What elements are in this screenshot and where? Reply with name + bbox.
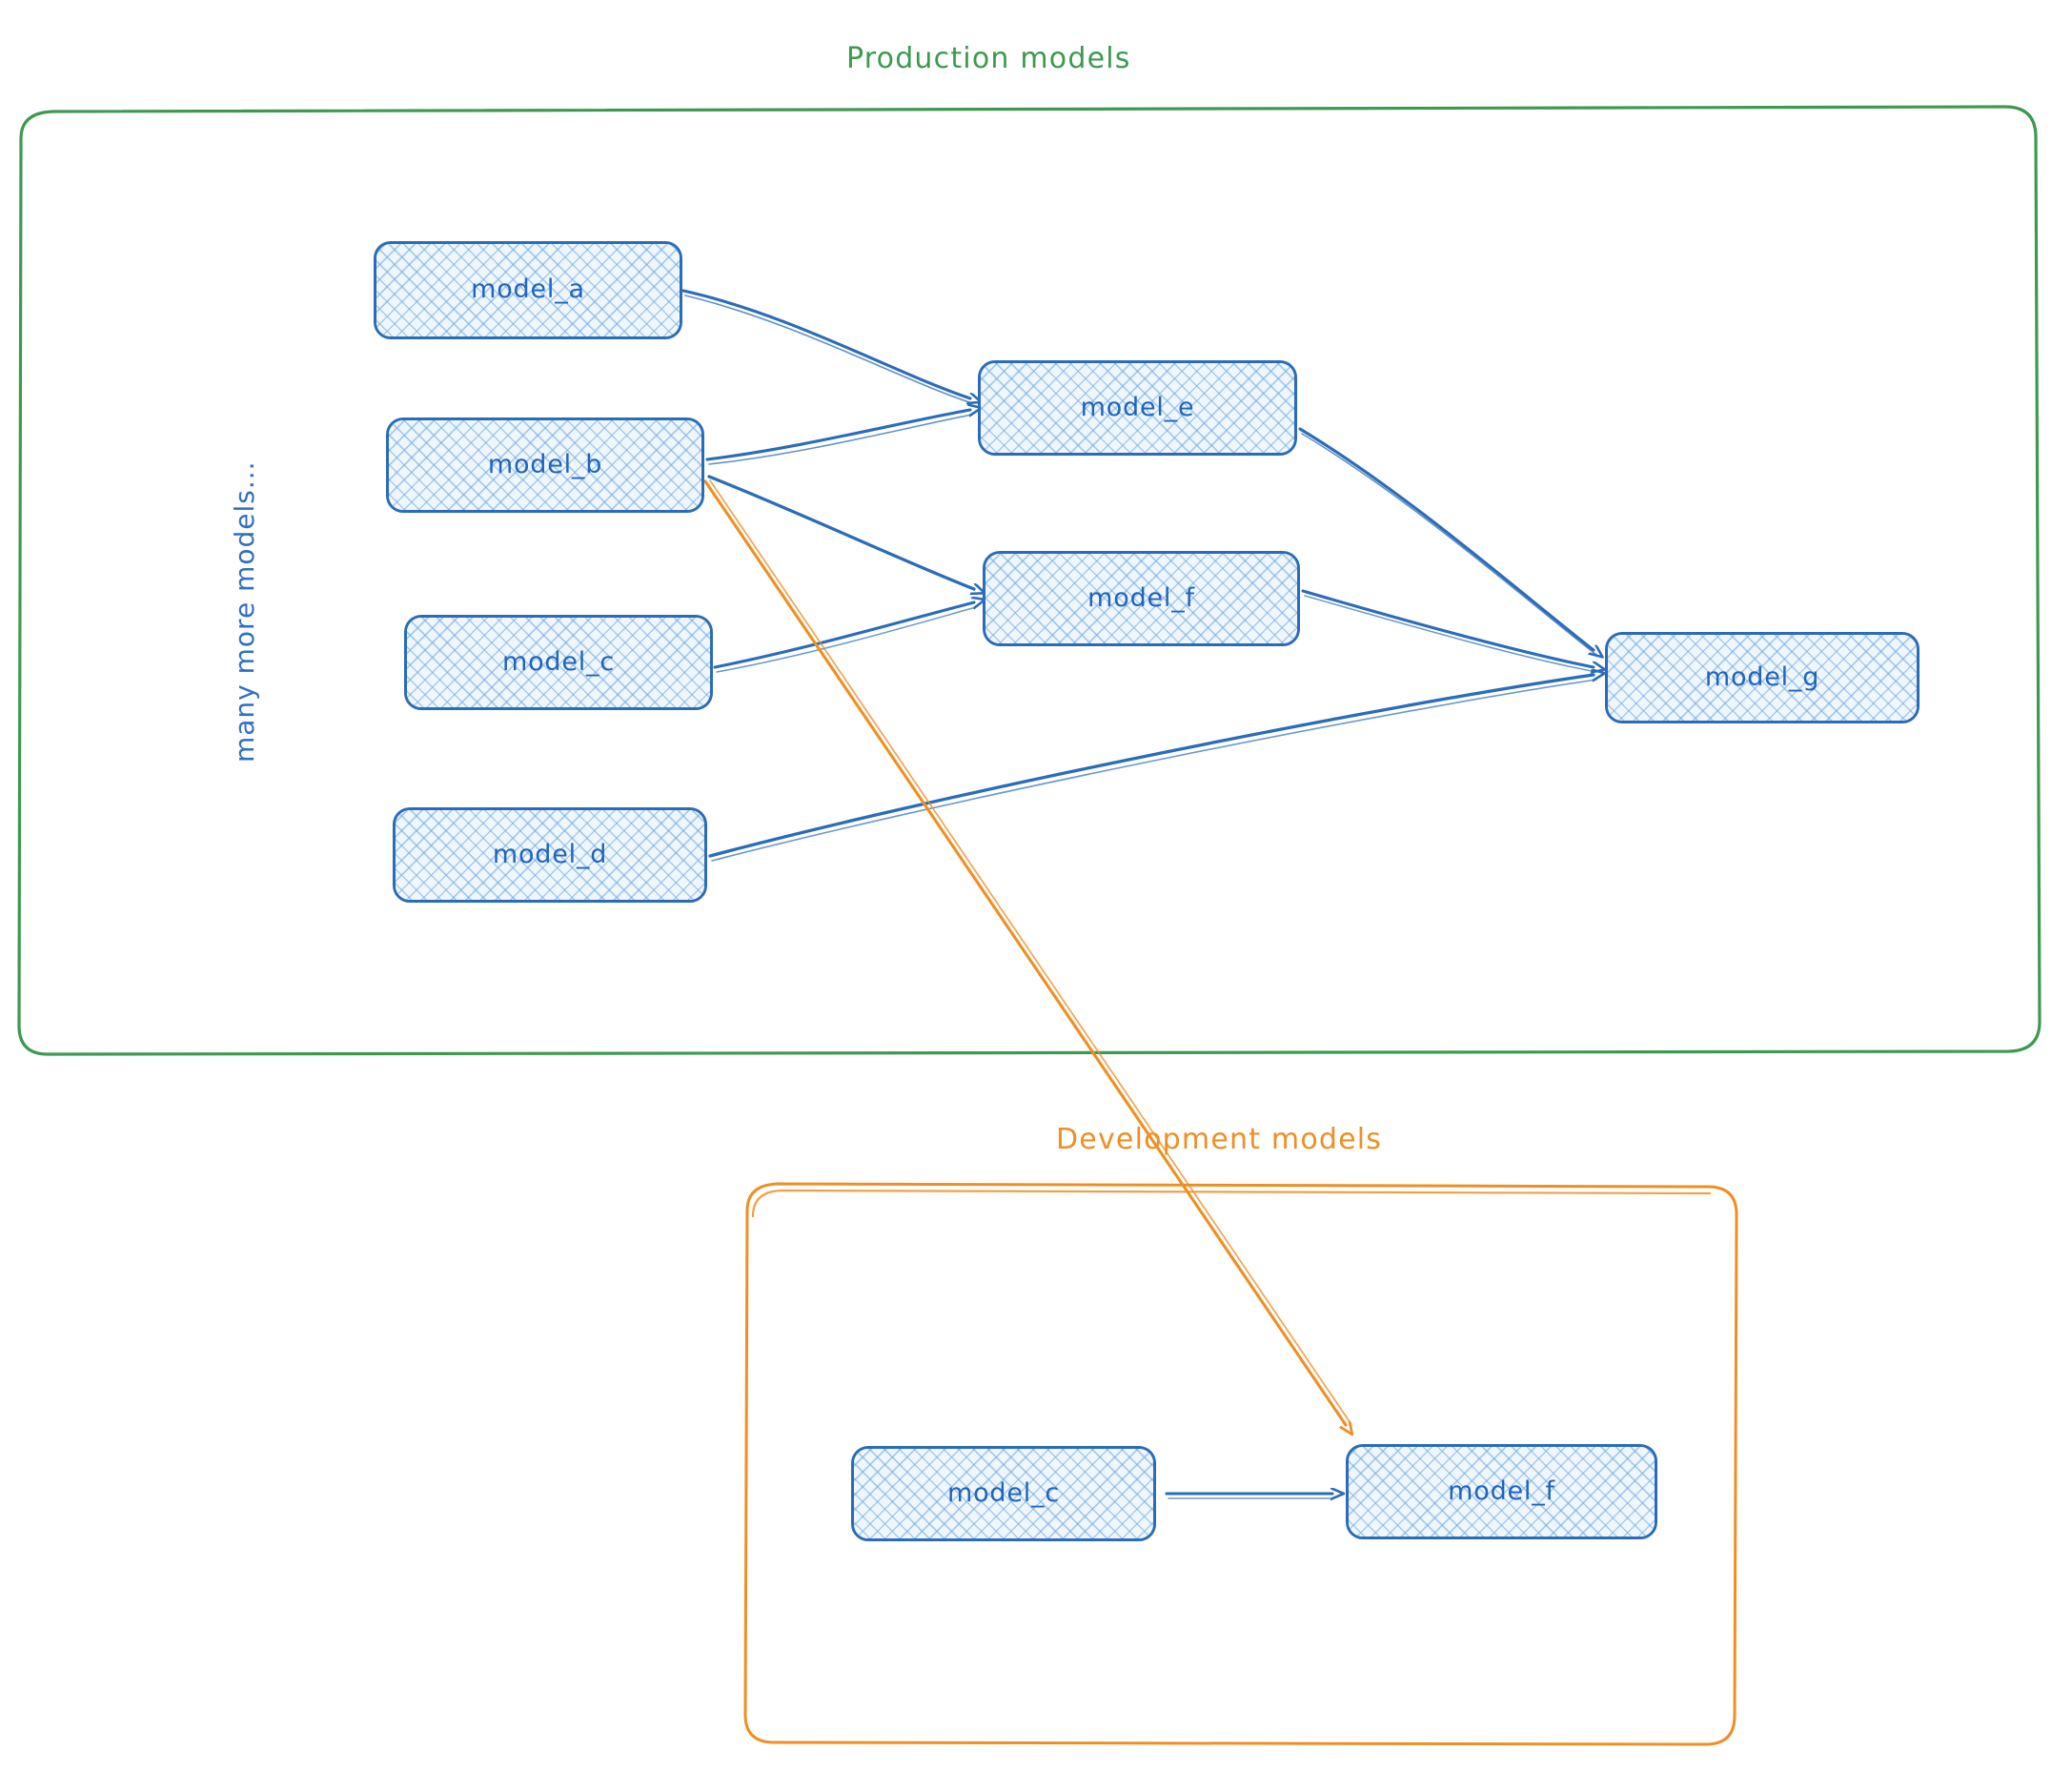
edge-model-d-to-model-g [708, 675, 1596, 862]
edge-model-e-to-model-g [1298, 427, 1596, 655]
node-label: model_f [1448, 1476, 1555, 1506]
node-label: model_c [501, 646, 616, 677]
development-group-container [743, 1182, 1738, 1746]
node-label: model_g [1704, 662, 1820, 692]
edge-model-b-to-dev-model-f [703, 479, 1351, 1425]
node-model-c[interactable]: model_c [404, 615, 713, 710]
edge-model-b-to-model-f [707, 475, 974, 589]
node-label: model_a [471, 275, 585, 304]
node-label: model_f [1087, 582, 1195, 613]
node-label: model_c [946, 1477, 1061, 1508]
edge-model-a-to-model-e [681, 289, 972, 403]
node-dev-model-c[interactable]: model_c [851, 1446, 1156, 1541]
production-group-title: Production models [846, 42, 1131, 75]
production-group-container [17, 105, 2042, 1056]
edge-model-c-to-model-f [713, 602, 976, 673]
node-model-a[interactable]: model_a [374, 241, 682, 339]
edge-model-f-to-model-g [1301, 589, 1596, 672]
node-dev-model-f[interactable]: model_f [1346, 1444, 1657, 1539]
node-model-g[interactable]: model_g [1605, 632, 1920, 723]
many-more-models-note: many more models... [229, 460, 260, 763]
development-group-title: Development models [1056, 1123, 1383, 1156]
node-model-b[interactable]: model_b [386, 417, 704, 513]
node-label: model_d [492, 839, 608, 869]
edge-dev-model-c-to-dev-model-f [1165, 1494, 1332, 1498]
node-model-f[interactable]: model_f [983, 551, 1300, 646]
edge-model-b-to-model-e [705, 410, 972, 465]
node-model-e[interactable]: model_e [978, 360, 1297, 456]
node-label: model_b [487, 449, 603, 479]
node-label: model_e [1080, 392, 1195, 422]
node-model-d[interactable]: model_d [393, 807, 707, 903]
